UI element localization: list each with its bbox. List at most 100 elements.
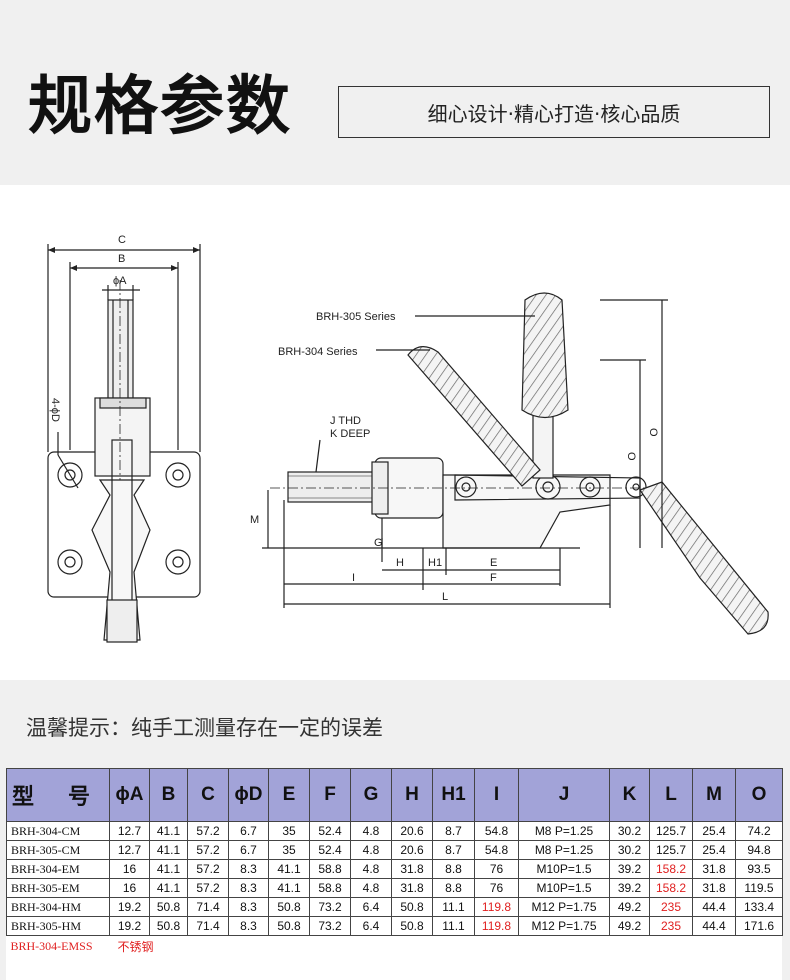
table-cell: 19.2	[109, 897, 150, 917]
table-cell: 76	[474, 859, 519, 879]
model-cell: BRH-305-CM	[6, 840, 110, 860]
model-cell: BRH-305-HM	[6, 916, 110, 936]
table-cell: 4.8	[350, 859, 392, 879]
label-L: L	[442, 591, 448, 603]
table-cell: 4.8	[350, 821, 392, 841]
table-cell: 8.3	[228, 859, 269, 879]
table-cell: 73.2	[309, 916, 351, 936]
table-cell: 57.2	[187, 840, 229, 860]
table-cell: 12.7	[109, 821, 150, 841]
table-cell: 41.1	[268, 878, 310, 898]
table-cell: 54.8	[474, 840, 519, 860]
table-cell: 8.3	[228, 897, 269, 917]
label-O-outer: O	[647, 428, 659, 437]
table-row: BRH-304-HM 19.2 50.8 71.4 8.3 50.8 73.2 …	[6, 897, 783, 917]
table-cell: 8.7	[432, 840, 475, 860]
table-row: BRH-305-HM 19.2 50.8 71.4 8.3 50.8 73.2 …	[6, 916, 783, 936]
table-cell: 74.2	[735, 821, 783, 841]
table-cell: 41.1	[149, 878, 188, 898]
stainless-note: 不锈钢	[117, 939, 154, 954]
table-cell: 50.8	[268, 897, 310, 917]
header-cell: E	[268, 768, 310, 822]
table-cell: 41.1	[268, 859, 310, 879]
table-cell: 11.1	[432, 897, 475, 917]
table-cell: 6.4	[350, 897, 392, 917]
label-series-304: BRH-304 Series	[278, 346, 358, 358]
table-cell: 133.4	[735, 897, 783, 917]
model-cell: BRH-305-EM	[6, 878, 110, 898]
page-title: 规格参数	[28, 70, 292, 144]
model-cell-emss: BRH-304-EMSS	[10, 938, 93, 953]
header-cell: F	[309, 768, 351, 822]
header-cell: G	[350, 768, 392, 822]
front-view-labels: C B ϕA 4-ϕD	[49, 234, 127, 422]
label-deep: K DEEP	[330, 428, 370, 440]
table-cell: 44.4	[692, 897, 736, 917]
table-cell: 50.8	[149, 897, 188, 917]
label-F: F	[490, 572, 497, 584]
table-cell-highlight: 119.8	[474, 897, 519, 917]
table-cell-highlight: 235	[649, 916, 693, 936]
table-cell: M8 P=1.25	[518, 840, 610, 860]
spec-table-wrap: 型 号 ϕA B C ϕD E F G H H1 I J K L M O BRH…	[6, 768, 783, 980]
table-header-row: 型 号 ϕA B C ϕD E F G H H1 I J K L M O	[6, 768, 783, 822]
label-O-inner: O	[625, 452, 637, 461]
table-cell-highlight: 158.2	[649, 859, 693, 879]
label-E: E	[490, 557, 497, 569]
table-cell: 41.1	[149, 821, 188, 841]
table-cell: 49.2	[609, 897, 650, 917]
table-cell: 31.8	[391, 878, 433, 898]
table-cell: M12 P=1.75	[518, 897, 610, 917]
table-body: BRH-304-CM 12.7 41.1 57.2 6.7 35 52.4 4.…	[6, 821, 783, 957]
table-cell: 52.4	[309, 840, 351, 860]
table-cell-highlight: 119.8	[474, 916, 519, 936]
table-cell: 57.2	[187, 878, 229, 898]
header-cell: B	[149, 768, 188, 822]
table-cell: 44.4	[692, 916, 736, 936]
table-cell: 25.4	[692, 840, 736, 860]
table-cell: 73.2	[309, 897, 351, 917]
front-view	[47, 244, 201, 643]
table-cell: 41.1	[149, 840, 188, 860]
table-cell: 31.8	[692, 878, 736, 898]
table-cell-highlight: 158.2	[649, 878, 693, 898]
header-cell: M	[692, 768, 736, 822]
table-cell: 125.7	[649, 840, 693, 860]
measurement-note: 温馨提示：纯手工测量存在一定的误差	[26, 716, 383, 740]
label-G: G	[374, 537, 383, 549]
label-H: H	[396, 557, 404, 569]
table-cell: 20.6	[391, 821, 433, 841]
table-cell: 125.7	[649, 821, 693, 841]
header-cell: O	[735, 768, 783, 822]
table-cell: M10P=1.5	[518, 859, 610, 879]
spec-table: 型 号 ϕA B C ϕD E F G H H1 I J K L M O BRH…	[6, 768, 783, 956]
side-view	[262, 292, 769, 635]
table-cell: 49.2	[609, 916, 650, 936]
table-cell: 50.8	[391, 897, 433, 917]
label-C: C	[118, 234, 126, 246]
header-cell: H1	[432, 768, 475, 822]
table-cell: 50.8	[391, 916, 433, 936]
table-cell: 12.7	[109, 840, 150, 860]
table-cell: 50.8	[268, 916, 310, 936]
table-cell: 8.3	[228, 916, 269, 936]
table-row: BRH-304-CM 12.7 41.1 57.2 6.7 35 52.4 4.…	[6, 821, 783, 841]
table-cell: 16	[109, 859, 150, 879]
table-cell: 58.8	[309, 878, 351, 898]
table-cell: 93.5	[735, 859, 783, 879]
table-cell: 8.8	[432, 859, 475, 879]
table-cell: 8.7	[432, 821, 475, 841]
header-cell: 型 号	[6, 768, 110, 822]
table-cell: 76	[474, 878, 519, 898]
table-cell: 52.4	[309, 821, 351, 841]
table-row: BRH-305-EM 16 41.1 57.2 8.3 41.1 58.8 4.…	[6, 878, 783, 898]
table-cell: 30.2	[609, 840, 650, 860]
table-cell: 50.8	[149, 916, 188, 936]
table-cell: M10P=1.5	[518, 878, 610, 898]
table-cell: 57.2	[187, 859, 229, 879]
table-cell: 8.8	[432, 878, 475, 898]
label-B: B	[118, 253, 125, 265]
table-cell: 30.2	[609, 821, 650, 841]
model-cell: BRH-304-EM	[6, 859, 110, 879]
table-cell: 6.7	[228, 821, 269, 841]
